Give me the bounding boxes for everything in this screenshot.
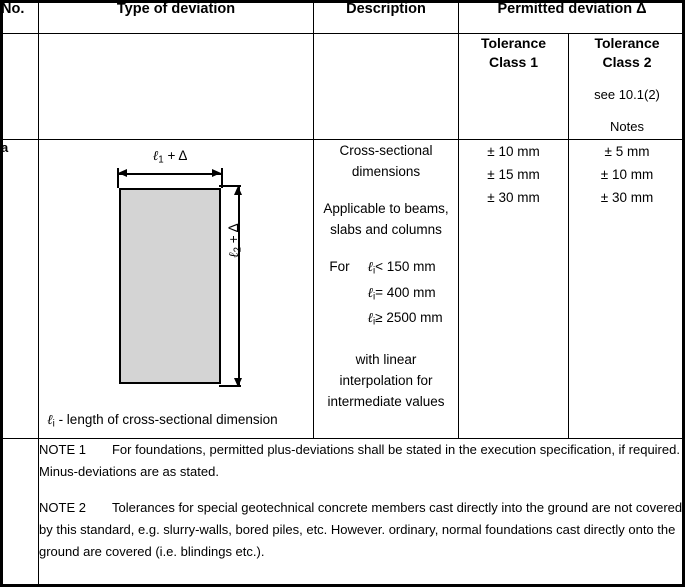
condition-2-symbol: ℓ <box>367 284 373 300</box>
tolerance-class-2-values: ± 5 mm ± 10 mm ± 30 mm <box>567 139 685 439</box>
condition-1-relation: < 150 mm <box>375 259 436 274</box>
tolerance-class-1-line1: Tolerance <box>480 35 547 51</box>
header-tolerance-class-1: Tolerance Class 1 <box>458 33 569 140</box>
note-2-text: Tolerances for special geotechnical conc… <box>39 500 683 559</box>
tolerance-class-2-value-2: ± 10 mm <box>600 167 654 182</box>
height-extension-line-top <box>219 185 241 187</box>
header-no-spacer <box>0 33 39 140</box>
height-arrow-bottom-icon <box>234 378 242 387</box>
width-dimension-label: ℓ1 + Δ <box>117 148 223 166</box>
height-symbol: ℓ <box>226 252 241 258</box>
tolerance-class-2-reference-line1: see 10.1(2) <box>594 87 660 102</box>
condition-3-symbol: ℓ <box>367 310 373 326</box>
interpolation-line1: with linear <box>355 352 417 368</box>
caption-symbol: ℓ <box>47 412 53 428</box>
width-symbol: ℓ <box>152 148 159 163</box>
header-description: Description <box>313 0 459 34</box>
cross-section-rectangle <box>119 188 221 384</box>
description-applicability: Applicable to beams, slabs and columns <box>314 198 458 240</box>
condition-1-symbol: ℓ <box>367 259 373 274</box>
tolerance-class-1-value-1: ± 10 mm <box>487 144 540 159</box>
note-1-text: For foundations, permitted plus-deviatio… <box>39 442 680 479</box>
header-no: No. <box>0 0 39 34</box>
tolerance-class-2-line2: Class 2 <box>602 54 652 70</box>
description-title-line2: dimensions <box>351 164 421 179</box>
table-header-row-primary: No. Type of deviation Description Permit… <box>0 0 685 34</box>
width-delta-text: + Δ <box>167 148 188 163</box>
header-tolerance-class-2: Tolerance Class 2 see 10.1(2) Notes <box>567 33 685 140</box>
tolerance-class-2-value-3: ± 30 mm <box>600 190 654 205</box>
figure-caption: ℓi - length of cross-sectional dimension <box>47 412 278 430</box>
height-dimension-line <box>238 185 240 387</box>
applicability-line2: slabs and columns <box>330 222 442 237</box>
header-type-spacer <box>38 33 314 140</box>
tolerance-class-2-line1: Tolerance <box>594 35 660 51</box>
condition-1-subscript: i <box>373 265 376 277</box>
description-title-line1: Cross-sectional <box>339 143 433 158</box>
height-arrow-top-icon <box>234 186 242 195</box>
height-delta-text: + Δ <box>226 223 241 244</box>
header-description-spacer <box>313 33 459 140</box>
condition-row-1: For ℓi< 150 mm <box>329 256 442 282</box>
width-dimension-line <box>117 173 223 175</box>
description-interpolation: with linear interpolation for intermedia… <box>314 349 458 412</box>
tolerance-class-2-reference-line2: Notes <box>610 119 644 134</box>
tolerance-class-1-values: ± 10 mm ± 15 mm ± 30 mm <box>458 139 569 439</box>
condition-3-subscript: i <box>373 317 376 329</box>
cross-section-figure-cell: ℓ1 + Δ ℓ2 + Δ ℓi - length of cross-secti… <box>38 139 314 439</box>
width-arrow-right-icon <box>212 169 221 177</box>
notes-row-spacer <box>0 438 39 587</box>
condition-for-label: For <box>329 259 350 274</box>
applicability-line1: Applicable to beams, <box>323 201 449 216</box>
row-number-a: a <box>0 139 39 439</box>
cross-section-figure: ℓ1 + Δ ℓ2 + Δ ℓi - length of cross-secti… <box>39 140 313 438</box>
height-subscript: 2 <box>232 246 244 253</box>
table-row: a ℓ1 + Δ ℓ2 + Δ ℓi - length o <box>0 139 685 439</box>
width-arrow-left-icon <box>118 169 127 177</box>
interpolation-line3: intermediate values <box>327 394 445 410</box>
note-2-tag: NOTE 2 <box>39 500 86 515</box>
width-subscript: 1 <box>158 154 164 166</box>
caption-subscript: i <box>52 419 55 430</box>
tolerance-class-1-value-3: ± 30 mm <box>487 190 540 205</box>
height-dimension-label: ℓ2 + Δ <box>226 223 244 258</box>
condition-2-subscript: i <box>373 291 376 303</box>
condition-row-2: ℓi= 400 mm <box>329 282 442 308</box>
tolerance-class-1-line2: Class 1 <box>488 54 539 70</box>
header-permitted-deviation: Permitted deviation Δ <box>457 0 685 34</box>
caption-text: - length of cross-sectional dimension <box>58 412 278 428</box>
header-type-of-deviation: Type of deviation <box>38 0 314 34</box>
width-extension-line-left <box>117 168 119 188</box>
description-title: Cross-sectional dimensions <box>314 140 458 182</box>
tolerance-class-2-value-1: ± 5 mm <box>604 144 650 159</box>
condition-row-3: ℓi≥ 2500 mm <box>329 307 442 333</box>
description-cell: Cross-sectional dimensions Applicable to… <box>313 139 459 439</box>
note-1-tag: NOTE 1 <box>39 442 86 457</box>
tolerance-class-1-value-2: ± 15 mm <box>487 167 540 182</box>
condition-2-relation: = 400 mm <box>375 284 436 300</box>
condition-3-relation: ≥ 2500 mm <box>375 310 443 326</box>
height-extension-line-bottom <box>219 385 241 387</box>
interpolation-line2: interpolation for <box>339 373 433 389</box>
table-header-row-secondary: Tolerance Class 1 Tolerance Class 2 see … <box>0 33 685 140</box>
width-extension-line-right <box>221 168 223 188</box>
